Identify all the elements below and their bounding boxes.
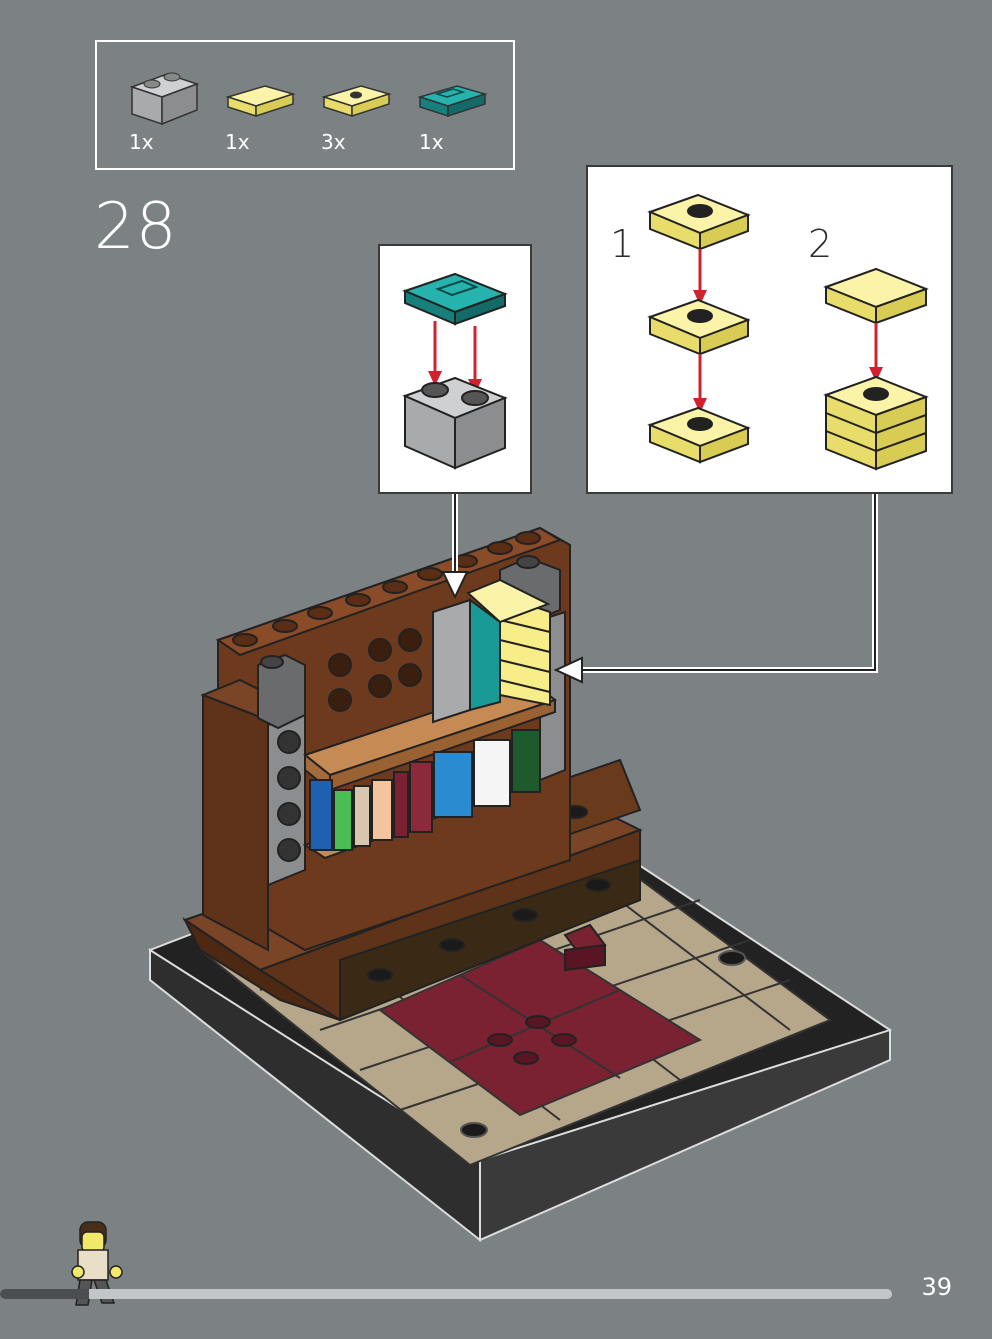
part-qty-2: 1x	[225, 130, 250, 154]
gray-brick-1x2-icon	[127, 62, 207, 132]
part-qty-1: 1x	[129, 130, 154, 154]
callout-pointer-a	[441, 494, 469, 600]
sub-step-label-2: 2	[808, 222, 833, 266]
progress-bar-track	[0, 1289, 892, 1299]
callout-pointer-b	[553, 494, 878, 684]
parts-list-box: 1x 1x 3x 1x	[95, 40, 515, 170]
sub-step-label-1: 1	[610, 222, 635, 266]
page-number: 39	[921, 1273, 952, 1301]
jumper-stack-assembly-icon	[647, 193, 929, 471]
bookcase	[200, 526, 571, 952]
yellow-jumper-plate-icon	[321, 82, 393, 122]
teal-grille-tile-icon	[417, 82, 489, 122]
sub-assembly-callout-stack: 1 2	[586, 165, 953, 494]
grille-brick-assembly-icon	[402, 272, 508, 470]
progress-bar-fill	[0, 1289, 90, 1299]
step-number: 28	[94, 190, 178, 264]
yellow-tile-1x2-icon	[225, 82, 297, 122]
sub-assembly-callout-grille	[378, 244, 532, 494]
part-qty-3: 3x	[321, 130, 346, 154]
minifigure-progress-icon	[71, 1221, 123, 1306]
part-qty-4: 1x	[419, 130, 444, 154]
